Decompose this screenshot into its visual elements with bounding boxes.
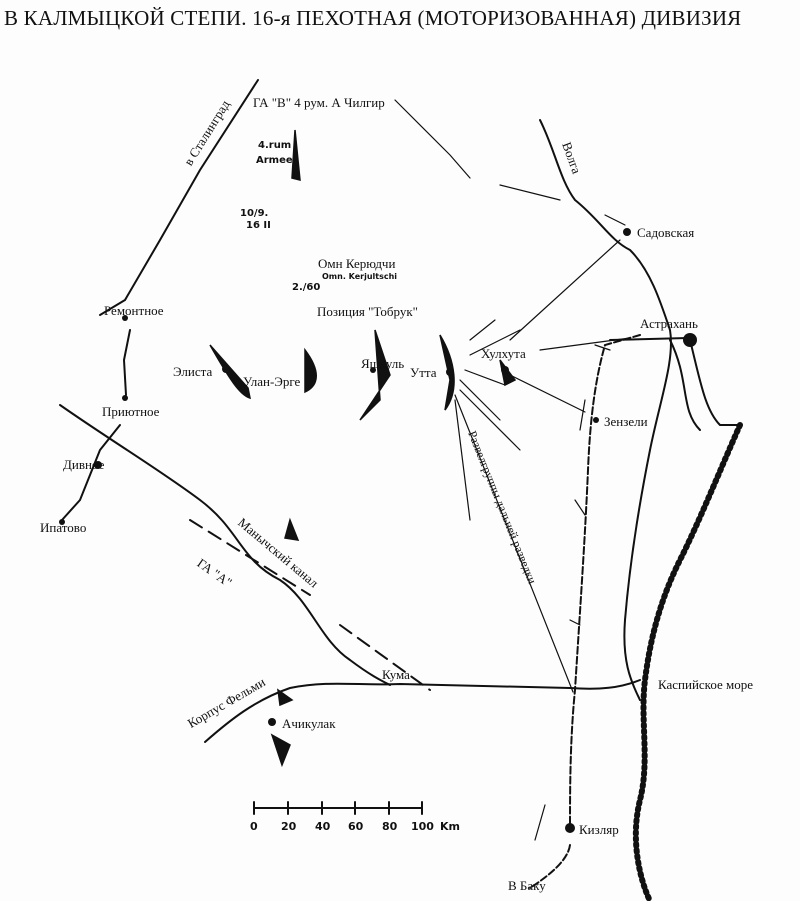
scale-unit: Km xyxy=(440,820,460,833)
front-ga-a xyxy=(189,519,431,691)
label-div-2: 16 II xyxy=(246,220,271,231)
label-utta: Утта xyxy=(410,365,437,380)
scale-bar xyxy=(253,801,423,815)
railway-baku xyxy=(529,844,571,889)
label-ipatovo: Ипатово xyxy=(40,520,87,535)
label-ga-b: ГА "В" 4 рум. А Чилгир xyxy=(253,95,385,110)
volga-branch-2 xyxy=(669,339,701,431)
label-achikulak: Ачикулак xyxy=(282,716,336,731)
label-baku: В Баку xyxy=(508,878,546,893)
recon-arrows xyxy=(454,239,631,693)
label-priyutnoe: Приютное xyxy=(102,404,160,419)
road-stalingrad xyxy=(99,79,259,316)
railway xyxy=(569,334,641,831)
label-astrakhan: Астрахань xyxy=(640,316,698,331)
scale-tick-100: 100 xyxy=(411,820,434,833)
label-kuma: Кума xyxy=(382,667,410,682)
german-positions xyxy=(209,129,517,768)
kuma-river xyxy=(204,679,641,743)
map-title: В КАЛМЫЦКОЙ СТЕПИ. 16-я ПЕХОТНАЯ (МОТОРИ… xyxy=(4,6,742,30)
label-div-1: 10/9. xyxy=(240,208,269,219)
label-rum-army-2: Armee xyxy=(256,155,293,166)
manych-canal xyxy=(59,404,391,686)
scale-tick-60: 60 xyxy=(348,820,364,833)
label-yashkul: Яшкуль xyxy=(361,356,405,371)
label-elista: Элиста xyxy=(173,364,213,379)
volga-branch xyxy=(689,339,741,426)
label-caspian: Каспийское море xyxy=(658,677,754,692)
road-astrakhan xyxy=(609,337,689,341)
label-omn-div: 2./60 xyxy=(292,282,321,293)
label-remontnoe: Ремонтное xyxy=(104,303,164,318)
label-omn-hand: Omn. Kerjultschi xyxy=(322,272,398,281)
road-remontnoe-priyutnoe xyxy=(122,329,131,396)
caspian-coast xyxy=(632,422,743,901)
label-rum-army-1: 4.rum xyxy=(258,140,292,151)
label-kizlyar: Кизляр xyxy=(579,822,619,837)
label-divnoe: Дивное xyxy=(63,457,105,472)
towns xyxy=(59,228,697,833)
soviet-positions xyxy=(394,99,626,841)
road-priyutnoe-ipatovo xyxy=(61,424,121,521)
label-sadovskaya: Садовская xyxy=(637,225,695,240)
label-khulkhuta: Хулхута xyxy=(481,346,526,361)
label-tobruk: Позиция "Тобрук" xyxy=(317,304,418,319)
scale-tick-20: 20 xyxy=(281,820,297,833)
scale-tick-40: 40 xyxy=(315,820,331,833)
scale-tick-80: 80 xyxy=(382,820,398,833)
label-omn-keryudchi: Омн Керюдчи xyxy=(318,256,396,271)
scale-tick-0: 0 xyxy=(250,820,258,833)
volga-river xyxy=(539,119,672,701)
label-zenzeli: Зензели xyxy=(604,414,648,429)
label-ulan-erge: Улан-Эрге xyxy=(243,374,301,389)
